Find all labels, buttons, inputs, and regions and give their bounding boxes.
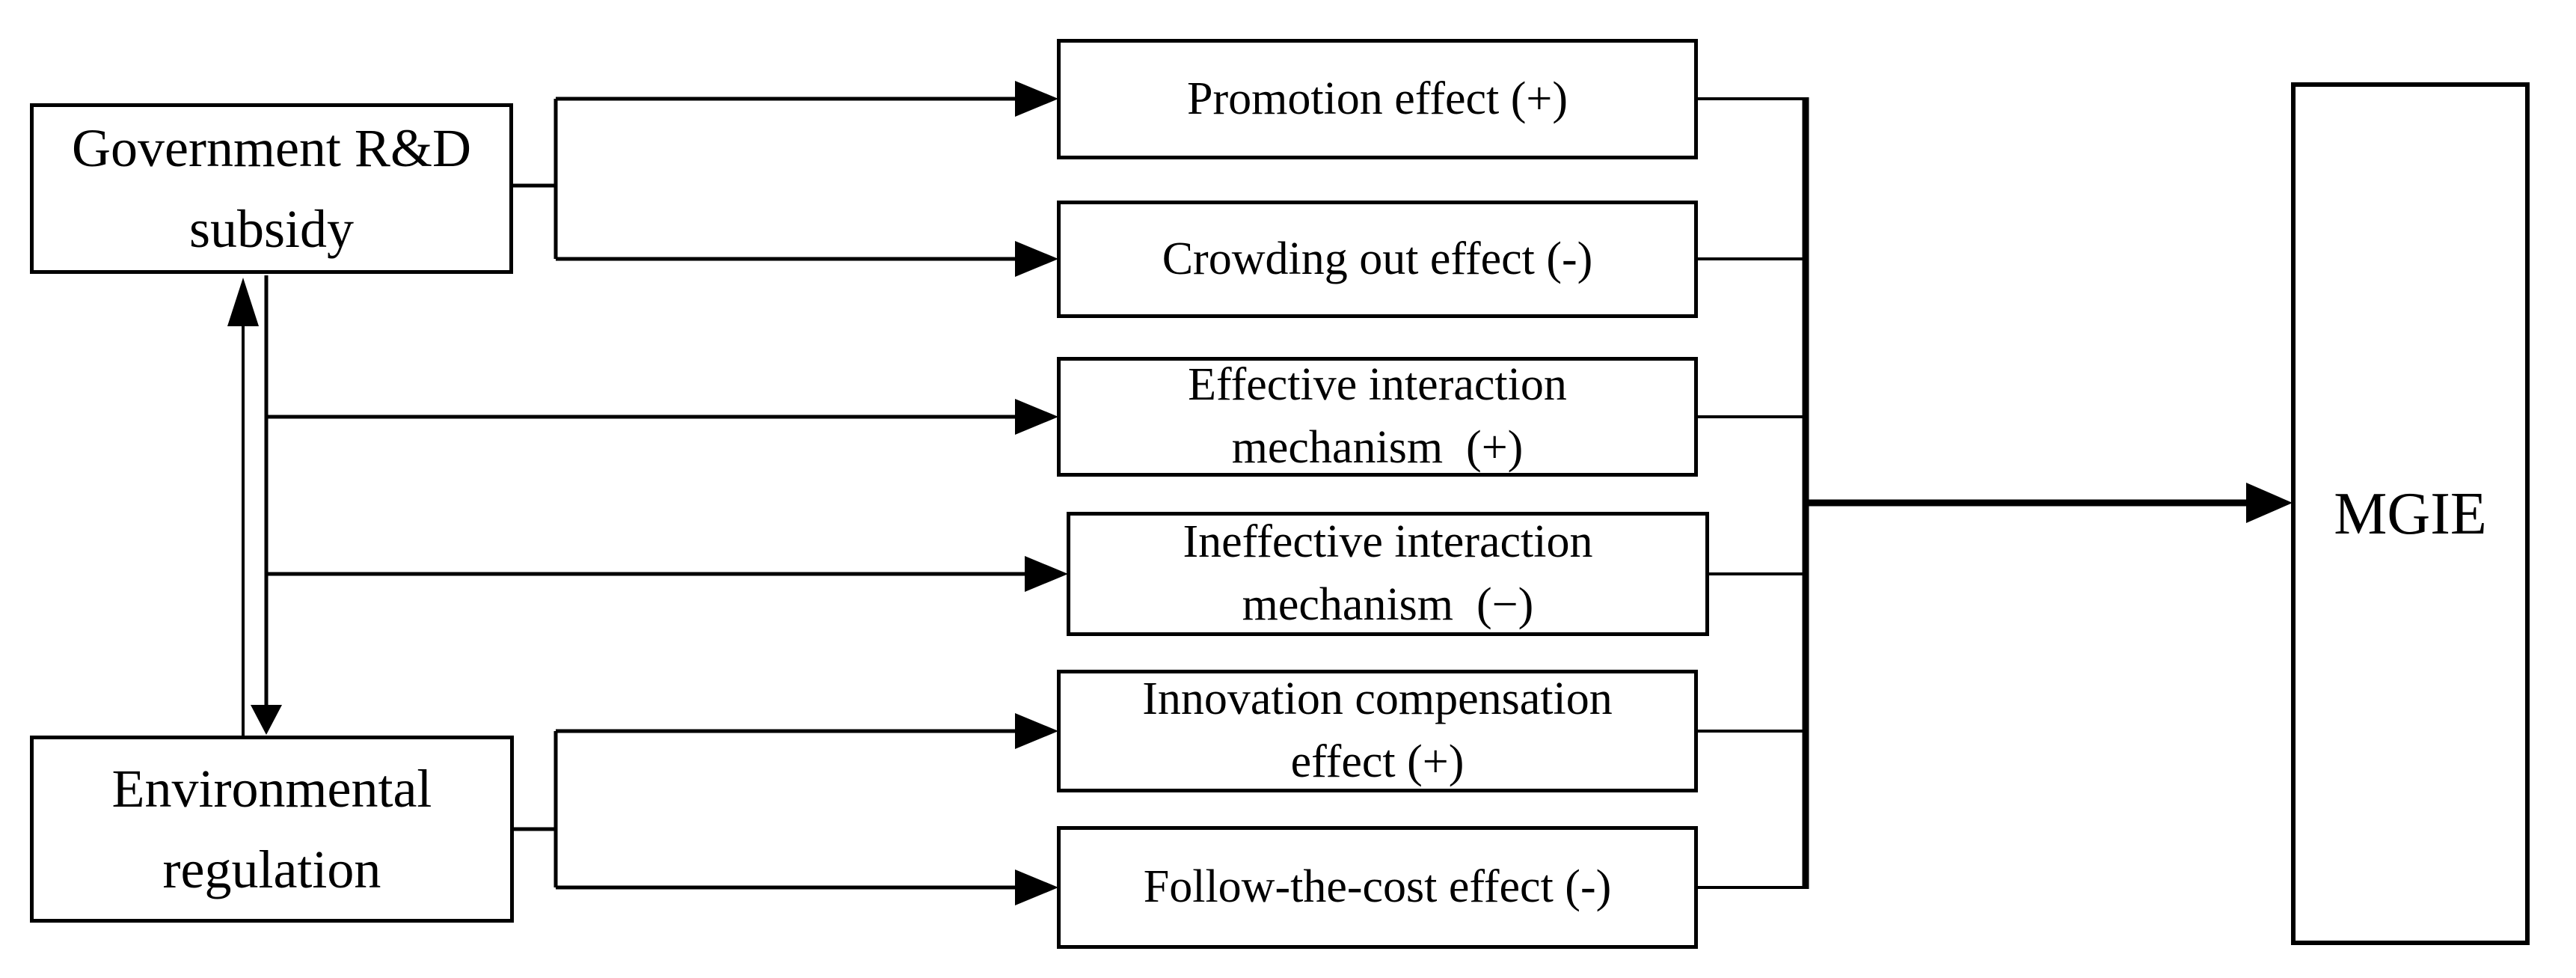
node-effective-interaction-mechanism: Effective interaction mechanism (+) [1057,357,1698,477]
arrowhead-ineffective-interaction-icon [1025,556,1068,592]
node-innovation-compensation-effect: Innovation compensation effect (+) [1057,670,1698,792]
arrowhead-effective-interaction-icon [1015,399,1058,435]
arrowhead-crowding-out-icon [1015,241,1058,277]
down-arrowhead-icon [251,705,282,735]
node-promotion-effect: Promotion effect (+) [1057,39,1698,159]
node-label: Effective interaction mechanism (+) [1188,359,1567,473]
arrowhead-innovation-compensation-icon [1015,713,1058,749]
node-mgie: MGIE [2291,82,2530,945]
arrowhead-mgie-icon [2246,483,2293,523]
node-label: Government R&D subsidy [72,118,471,259]
node-ineffective-interaction-mechanism: Ineffective interaction mechanism (−) [1067,512,1709,636]
node-crowding-out-effect: Crowding out effect (-) [1057,201,1698,318]
node-label: Promotion effect (+) [1186,73,1568,124]
node-government-rd-subsidy: Government R&D subsidy [30,103,513,274]
up-arrowhead-icon [227,278,259,326]
node-label: Ineffective interaction mechanism (−) [1183,516,1593,630]
node-label: Innovation compensation effect (+) [1142,673,1613,787]
node-label: MGIE [2334,480,2487,547]
node-follow-the-cost-effect: Follow-the-cost effect (-) [1057,826,1698,949]
node-label: Crowding out effect (-) [1162,233,1593,284]
arrowhead-follow-the-cost-icon [1015,869,1058,905]
node-environmental-regulation: Environmental regulation [30,736,514,923]
node-label: Environmental regulation [111,759,432,899]
node-label: Follow-the-cost effect (-) [1143,861,1612,913]
arrowhead-promotion-icon [1015,81,1058,117]
